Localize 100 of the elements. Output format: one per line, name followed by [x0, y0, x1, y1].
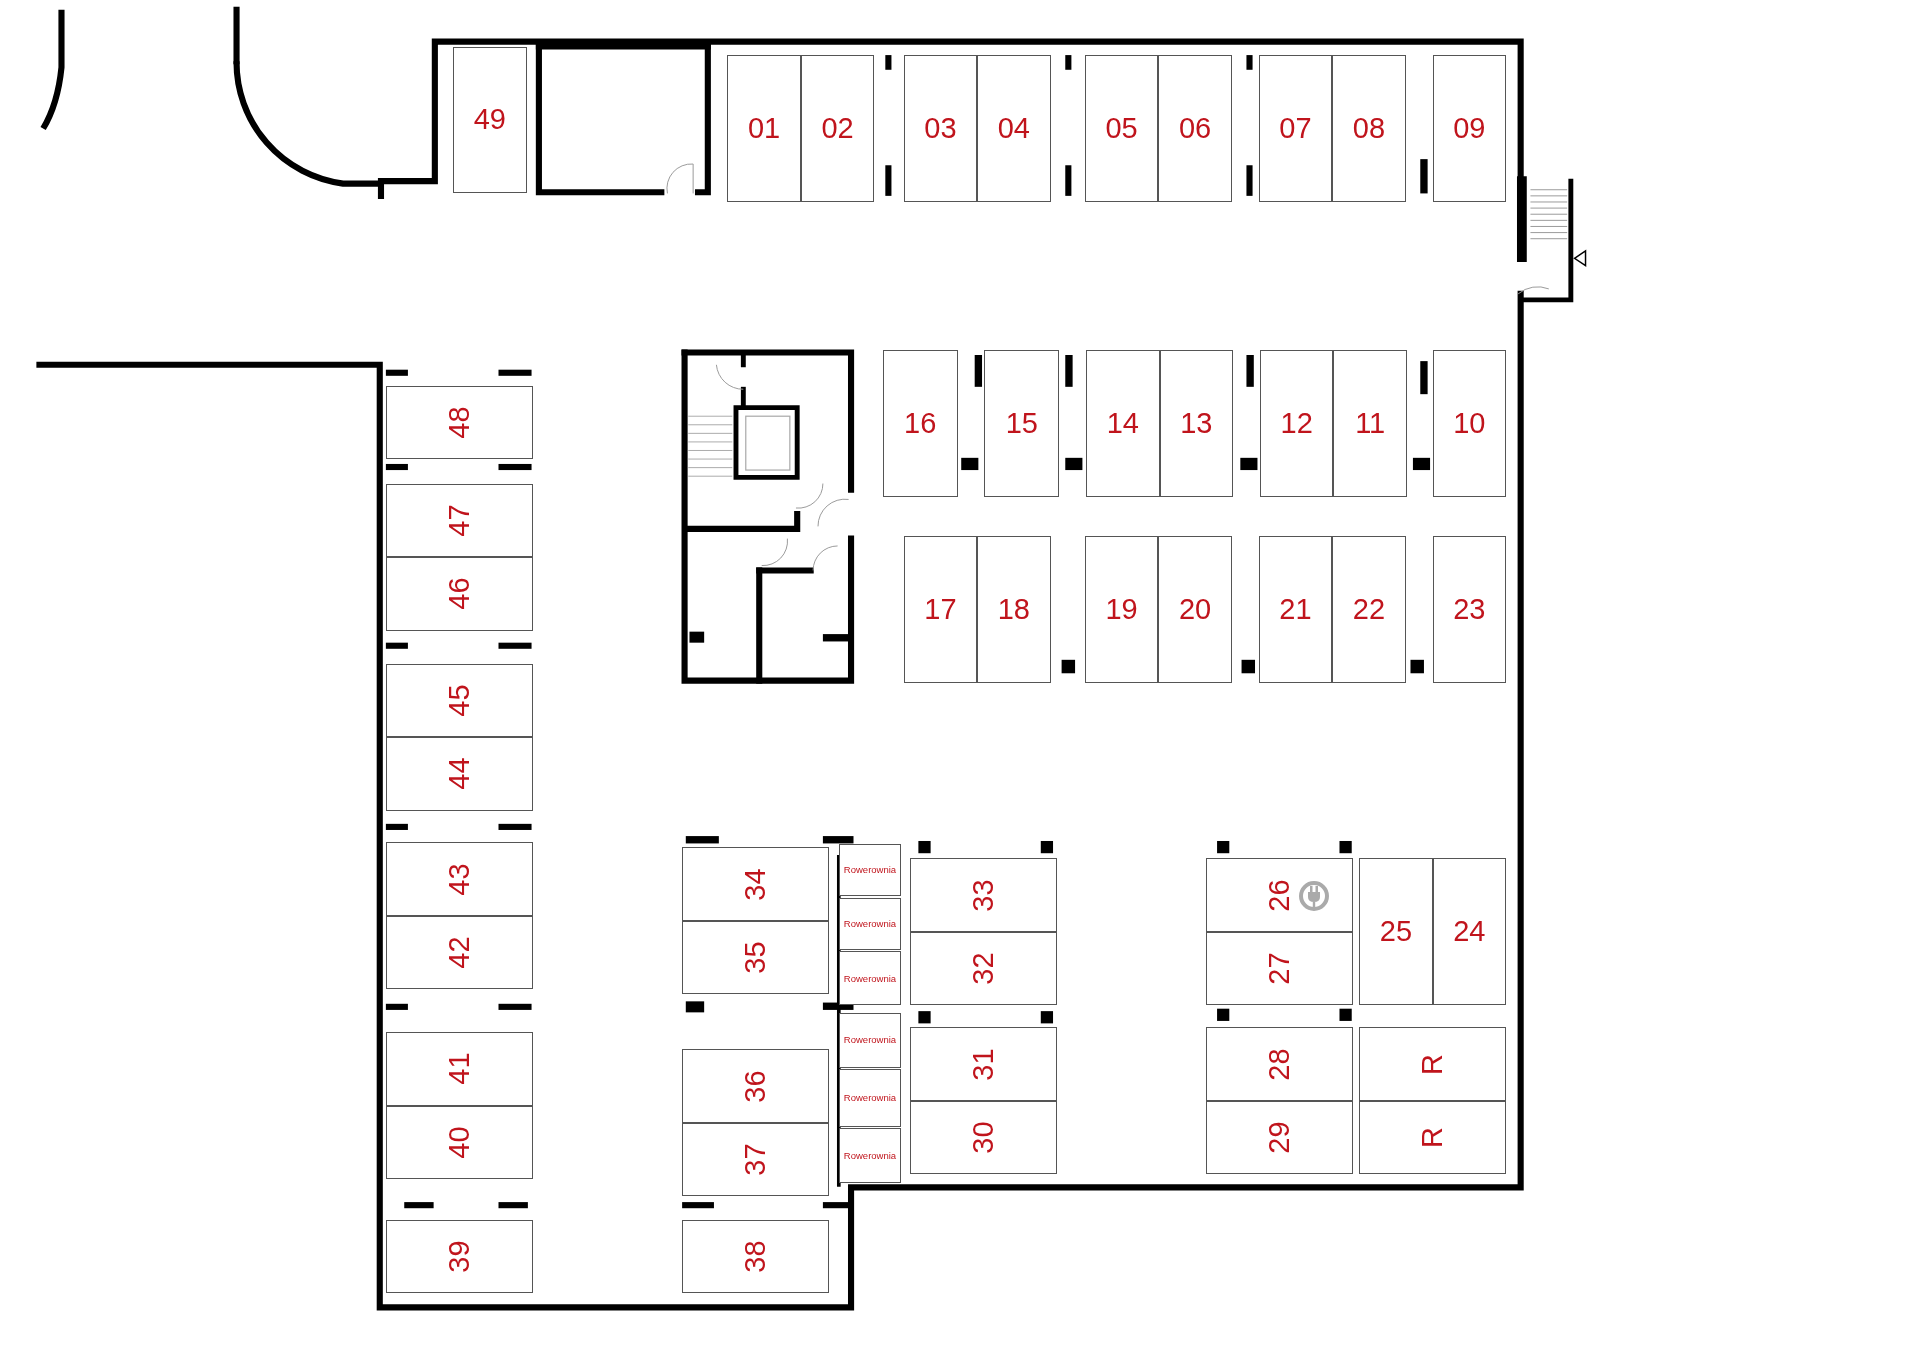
parking-space [385, 737, 533, 811]
parking-space [1206, 858, 1354, 932]
parking-space [1084, 55, 1159, 203]
parking-space [909, 1027, 1057, 1101]
space-number: 27 [1265, 952, 1295, 985]
bike-room [838, 1068, 902, 1127]
parking-space [385, 842, 533, 916]
parking-space [1206, 1100, 1354, 1175]
parking-space [727, 55, 801, 203]
parking-space [903, 536, 978, 684]
space-number: 11 [1355, 409, 1386, 439]
parking-space [909, 931, 1057, 1006]
space-number: 10 [1453, 409, 1486, 439]
parking-space [385, 1105, 533, 1180]
room-label: Rowerownia [843, 865, 897, 875]
parking-space [1084, 536, 1159, 684]
parking-space [385, 483, 533, 558]
space-number: 16 [904, 409, 937, 439]
parking-space [385, 1032, 533, 1106]
space-number: 46 [444, 577, 474, 610]
space-number: 26 [1265, 878, 1295, 912]
space-number: 03 [924, 114, 957, 144]
parking-space [1158, 536, 1232, 684]
bike-room [838, 843, 902, 897]
parking-space [385, 663, 533, 738]
space-number: 14 [1106, 409, 1139, 439]
parking-space [453, 46, 527, 194]
room-label: Rowerownia [843, 1093, 897, 1103]
space-number: 28 [1265, 1047, 1295, 1081]
parking-space [977, 536, 1051, 684]
parking-space [385, 385, 533, 460]
space-number: 33 [968, 878, 998, 912]
space-number: 38 [741, 1240, 770, 1273]
parking-space [977, 55, 1051, 203]
space-number: 35 [741, 941, 770, 974]
parking-space [1206, 931, 1354, 1006]
parking-space [682, 847, 829, 921]
parking-space [385, 557, 533, 631]
bike-room [838, 951, 902, 1006]
parking-space [984, 350, 1060, 498]
space-number: 02 [821, 114, 854, 144]
space-number: 37 [741, 1143, 770, 1176]
parking-space [1158, 55, 1232, 203]
bike-room [838, 897, 902, 951]
parking-space [800, 55, 875, 203]
parking-space [1258, 55, 1333, 203]
room-label: Rowerownia [843, 1150, 897, 1161]
space-number: 42 [444, 936, 474, 969]
space-number: 04 [997, 114, 1030, 144]
parking-space [1432, 55, 1507, 203]
space-number: 32 [968, 952, 998, 985]
parking-space [1359, 1100, 1507, 1175]
parking-space [882, 350, 958, 498]
space-number: 47 [444, 504, 474, 537]
parking-space [682, 920, 829, 995]
space-number: 34 [741, 867, 770, 901]
parking-space [909, 1100, 1057, 1175]
space-number: 31 [968, 1047, 998, 1081]
bike-room [838, 1127, 902, 1183]
parking-space [1359, 1027, 1507, 1101]
parking-space [1206, 1027, 1354, 1101]
parking-space [1332, 55, 1406, 203]
parking-space [903, 55, 978, 203]
space-number: 07 [1279, 114, 1312, 144]
parking-space [909, 858, 1057, 932]
space-number: 18 [997, 595, 1030, 625]
space-number: 25 [1379, 917, 1413, 947]
parking-space [1432, 536, 1507, 684]
parking-space [682, 1219, 829, 1294]
parking-space [1260, 350, 1334, 498]
parking-space [1159, 350, 1234, 498]
room-label: Rowerownia [843, 919, 897, 929]
parking-space [385, 1219, 533, 1294]
space-number: 13 [1180, 409, 1213, 439]
parking-space [1432, 350, 1507, 498]
space-number: 15 [1005, 409, 1038, 439]
parking-space [1086, 350, 1160, 498]
parking-space [385, 915, 533, 990]
parking-space [1359, 858, 1433, 1006]
parking-space [1333, 350, 1407, 498]
space-number: 30 [968, 1121, 998, 1154]
space-number: 01 [747, 114, 781, 144]
space-number: 41 [444, 1052, 474, 1086]
space-number: 48 [444, 406, 474, 439]
space-number: 44 [444, 757, 474, 790]
space-number: R [1418, 1053, 1448, 1075]
space-number: 22 [1352, 595, 1386, 625]
space-number: 09 [1453, 114, 1486, 144]
space-number: 39 [444, 1240, 474, 1273]
space-number: 45 [444, 684, 474, 717]
parking-space [1432, 858, 1507, 1006]
space-number: 24 [1453, 917, 1486, 947]
space-number: 19 [1105, 595, 1138, 625]
room-label: Rowerownia [843, 1035, 897, 1045]
space-number: 17 [924, 595, 957, 625]
space-number: 40 [444, 1126, 474, 1159]
space-number: R [1418, 1127, 1448, 1148]
space-number: 06 [1178, 114, 1212, 144]
parking-space [682, 1049, 829, 1123]
space-number: 49 [473, 105, 506, 135]
